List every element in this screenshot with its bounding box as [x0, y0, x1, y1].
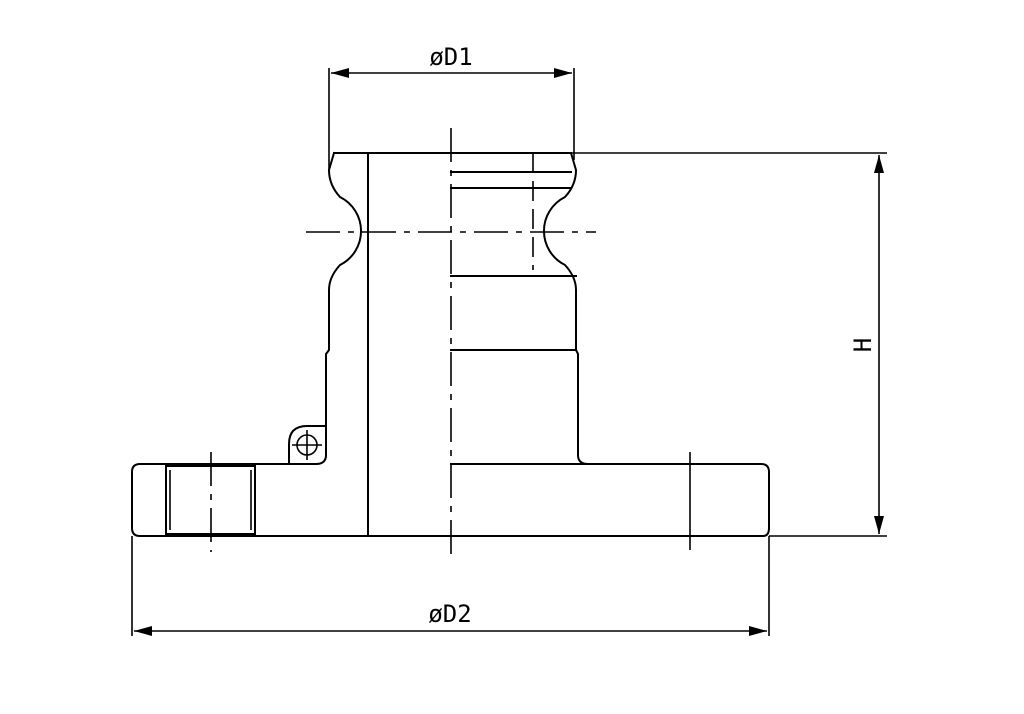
- center-lines: [306, 128, 596, 555]
- crosshair-circle-icon: [288, 425, 327, 465]
- d2-label: øD2: [428, 600, 471, 628]
- dimension-d2: øD2: [131, 536, 770, 636]
- d1-label: øD1: [429, 43, 472, 71]
- dimension-d1: øD1: [328, 43, 575, 172]
- h-label: H: [849, 338, 877, 352]
- dimension-h: H: [571, 152, 887, 537]
- left-bolt-hole: [165, 452, 256, 552]
